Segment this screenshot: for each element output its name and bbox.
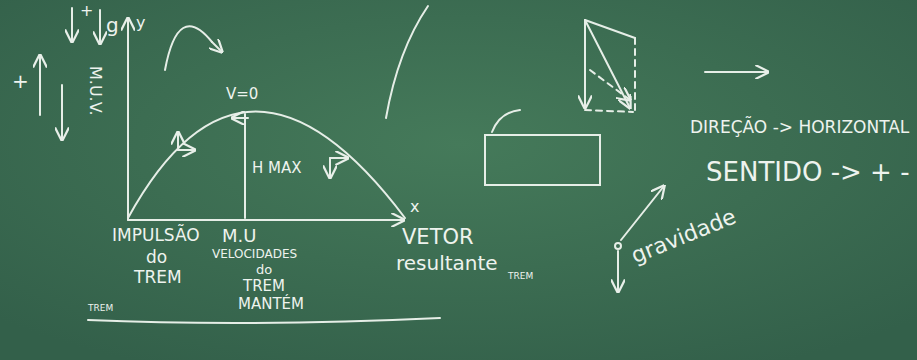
phase-label: IMPULSÃO — [112, 226, 200, 245]
note-label: TREM — [88, 304, 113, 314]
train-top — [492, 110, 520, 132]
phase-label: resultante — [396, 252, 498, 274]
phase-label: do — [256, 263, 272, 277]
sign-arrow — [99, 10, 101, 44]
velocity-arrow — [232, 117, 248, 119]
phase-label: TREM — [243, 278, 285, 295]
phase-label: VETOR — [402, 226, 474, 249]
sense-note: SENTIDO -> + - — [706, 158, 910, 187]
chalk-drawing — [40, 6, 768, 323]
sign-mark: + — [80, 2, 93, 20]
force-label: gravidade — [628, 205, 740, 269]
trajectory — [128, 112, 405, 219]
velocity-arrow — [330, 157, 348, 159]
axis-label: y — [136, 14, 145, 32]
train-block — [485, 135, 600, 185]
sketch-arrow — [212, 42, 222, 52]
body-dot — [615, 243, 621, 249]
x-axis — [128, 219, 404, 221]
phase-label: do — [146, 248, 167, 267]
underline — [88, 318, 440, 323]
y-axis — [127, 18, 129, 220]
sketch-curve — [165, 26, 212, 70]
height-line — [244, 114, 246, 218]
direction-note: DIREÇÃO -> HORIZONTAL — [690, 118, 909, 137]
resultant-vector — [585, 20, 630, 108]
direction-arrow — [705, 71, 768, 73]
gravity-symbol: g — [106, 14, 119, 36]
vector-line — [584, 20, 586, 108]
phase-label: TREM — [134, 268, 182, 287]
sign-arrow — [39, 55, 41, 115]
vector-dashed — [585, 110, 633, 112]
motion-type: M.U.V. — [86, 66, 104, 116]
velocity-arrow — [178, 149, 195, 151]
velocity-arrow — [177, 132, 179, 150]
height-label: H MAX — [252, 160, 302, 177]
velocity-arrow — [329, 158, 331, 178]
motion-type: M.U — [222, 226, 256, 246]
gravity-arrow — [617, 251, 619, 292]
sketch-curve — [386, 6, 428, 118]
sign-mark: + — [12, 70, 29, 92]
sign-arrow — [71, 8, 73, 42]
phase-label: TREM — [508, 272, 533, 282]
velocity-note: V=0 — [226, 86, 258, 103]
phase-label: MANTÉM — [238, 296, 304, 313]
sign-arrow — [61, 85, 63, 140]
launch-arrow — [621, 186, 664, 240]
axis-label: x — [410, 198, 419, 216]
phase-label: VELOCIDADES — [212, 248, 297, 261]
vector-dashed — [634, 38, 636, 112]
